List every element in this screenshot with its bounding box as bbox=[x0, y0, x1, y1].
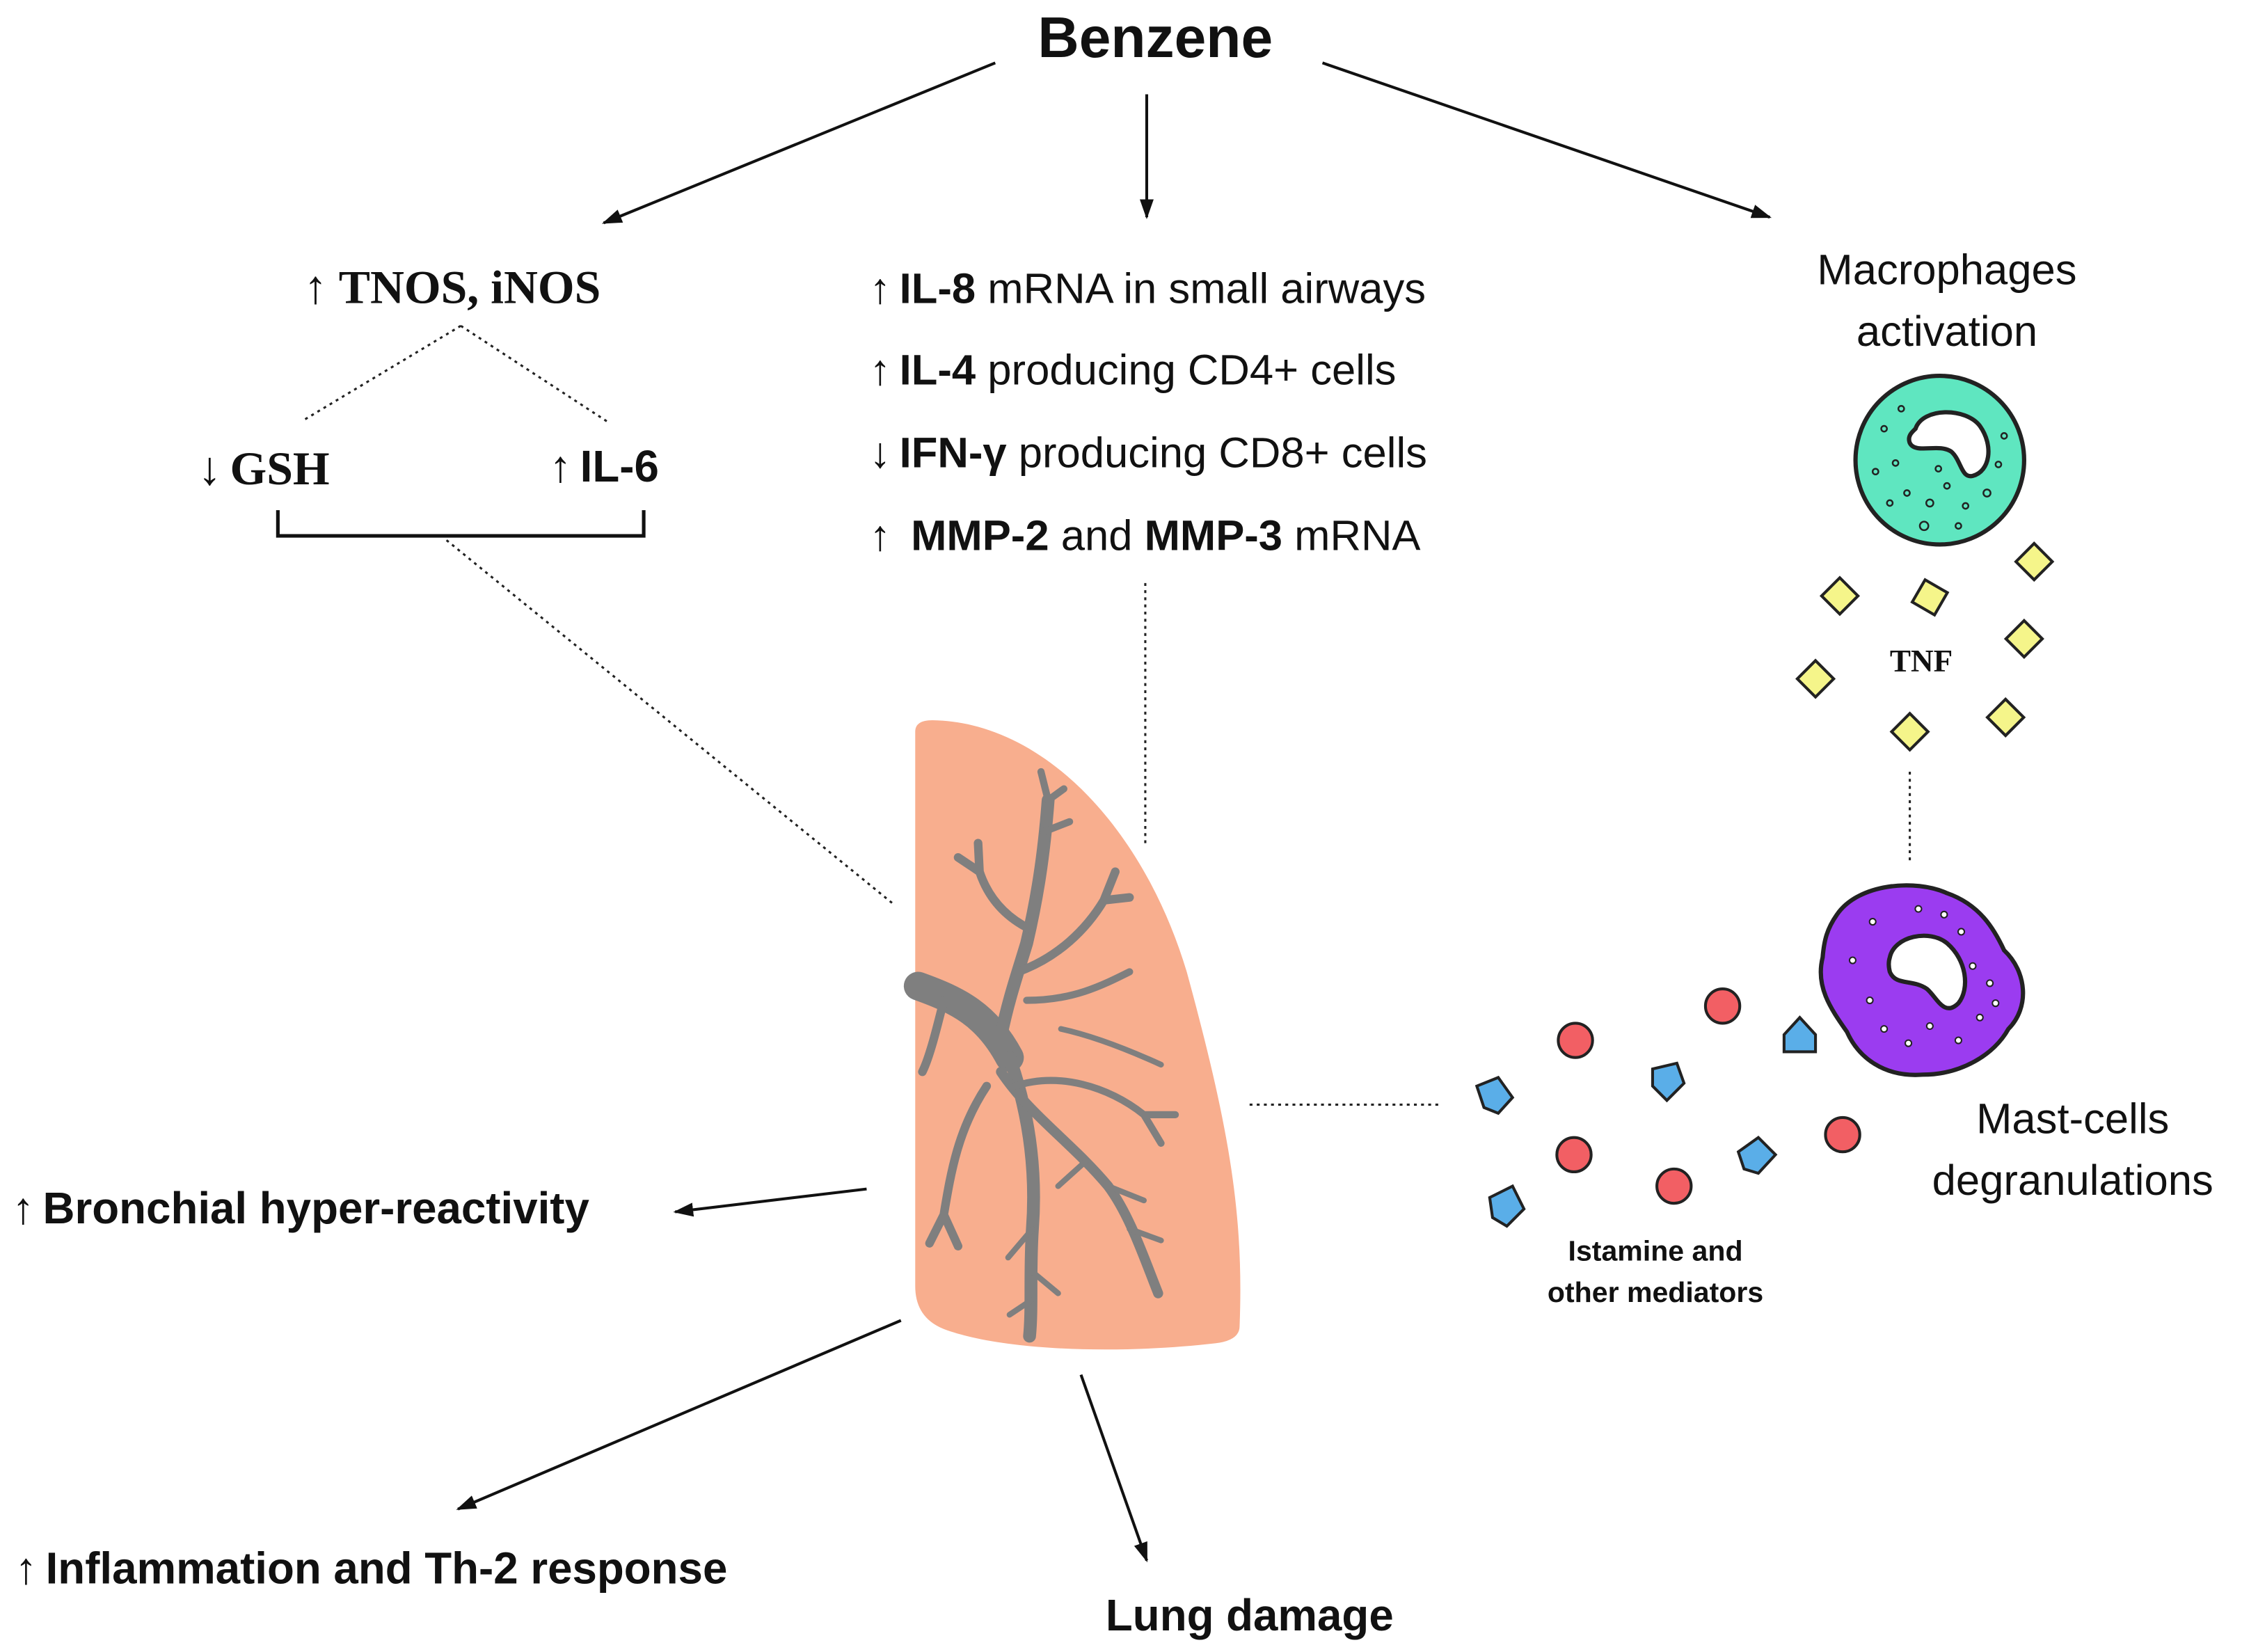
macrophage-cell bbox=[1853, 374, 2026, 547]
gsh-arrow: ↓ bbox=[198, 443, 221, 495]
mast-cell-label: Mast-cells degranulations bbox=[1932, 1095, 2213, 1205]
macrophage-label: Macrophages activation bbox=[1817, 246, 2076, 356]
effect-ifn-rest: producing CD8+ cells bbox=[1007, 429, 1427, 477]
effect-il4-bold: IL-4 bbox=[900, 346, 976, 394]
arrow-to-lung-damage bbox=[1079, 1374, 1148, 1563]
bronchial-arrow: ↑ bbox=[12, 1184, 34, 1233]
effect-il4: ↑IL-4 producing CD4+ cells bbox=[870, 346, 1397, 394]
effect-mmp-mid: and bbox=[1049, 512, 1145, 560]
effect-il8-arrow: ↑ bbox=[870, 265, 891, 312]
inflammation-arrow: ↑ bbox=[15, 1543, 37, 1593]
effect-il8-rest: mRNA in small airways bbox=[976, 264, 1426, 312]
effect-il4-rest: producing CD4+ cells bbox=[976, 346, 1396, 394]
il6-text: IL-6 bbox=[580, 442, 659, 491]
mast-cell bbox=[1818, 883, 2026, 1077]
dotted-connector bbox=[445, 539, 893, 905]
lung-illustration bbox=[903, 720, 1241, 1350]
dotted-connector bbox=[303, 324, 462, 422]
lung-damage-outcome: Lung damage bbox=[1106, 1591, 1394, 1640]
effect-ifn-bold: IFN-γ bbox=[900, 429, 1008, 477]
effect-mmp: ↑ MMP-2 and MMP-3 mRNA bbox=[870, 512, 1421, 560]
bronchial-outcome: ↑Bronchial hyper-reactivity bbox=[12, 1184, 589, 1233]
tnf-label: TNF bbox=[1890, 644, 1953, 678]
effect-il4-arrow: ↑ bbox=[870, 347, 891, 394]
il6-arrow: ↑ bbox=[550, 442, 572, 491]
bronchial-tree bbox=[903, 768, 1179, 1343]
macrophage-label-line1: Macrophages bbox=[1817, 246, 2076, 294]
tnos-arrow: ↑ bbox=[303, 261, 327, 313]
effect-mmp-arrow: ↑ bbox=[870, 513, 891, 560]
effect-il8: ↑IL-8 mRNA in small airways bbox=[870, 264, 1426, 312]
tnos-text: TNOS, iNOS bbox=[339, 261, 601, 313]
inflammation-text: Inflammation and Th-2 response bbox=[46, 1543, 728, 1593]
inflammation-outcome: ↑Inflammation and Th-2 response bbox=[15, 1543, 727, 1593]
mast-cell-label-line1: Mast-cells bbox=[1976, 1095, 2169, 1143]
tnos-inos-label: ↑TNOS, iNOS bbox=[303, 261, 601, 313]
gsh-text: GSH bbox=[230, 443, 330, 495]
effect-ifn-arrow: ↓ bbox=[870, 430, 891, 477]
macrophage-label-line2: activation bbox=[1857, 308, 2037, 356]
mediators-label: Istamine and other mediators bbox=[1548, 1234, 1763, 1308]
tnf-molecules bbox=[1795, 541, 2055, 752]
histamine-molecules bbox=[1555, 987, 1861, 1205]
dotted-connector bbox=[460, 324, 610, 424]
arrow-to-right-branch bbox=[1321, 61, 1772, 219]
effect-ifn: ↓IFN-γ producing CD8+ cells bbox=[870, 429, 1427, 477]
arrow-to-bronchial bbox=[673, 1187, 867, 1217]
bracket bbox=[276, 510, 646, 538]
other-mediator-molecules bbox=[1474, 1015, 1818, 1228]
effect-il8-bold: IL-8 bbox=[900, 264, 976, 312]
mediators-label-line2: other mediators bbox=[1548, 1276, 1763, 1308]
bronchial-text: Bronchial hyper-reactivity bbox=[43, 1184, 590, 1233]
gsh-label: ↓GSH bbox=[198, 443, 329, 495]
effect-mmp-bold1: MMP-2 bbox=[911, 512, 1049, 560]
mast-cell-label-line2: degranulations bbox=[1932, 1157, 2213, 1205]
il6-label: ↑IL-6 bbox=[550, 442, 659, 491]
arrow-to-left-branch bbox=[601, 61, 996, 225]
effect-mmp-rest: mRNA bbox=[1282, 512, 1420, 560]
effect-mmp-bold2: MMP-3 bbox=[1145, 512, 1282, 560]
mediators-label-line1: Istamine and bbox=[1568, 1234, 1743, 1266]
benzene-title: Benzene bbox=[1037, 6, 1273, 70]
arrow-to-inflammation bbox=[456, 1319, 902, 1511]
